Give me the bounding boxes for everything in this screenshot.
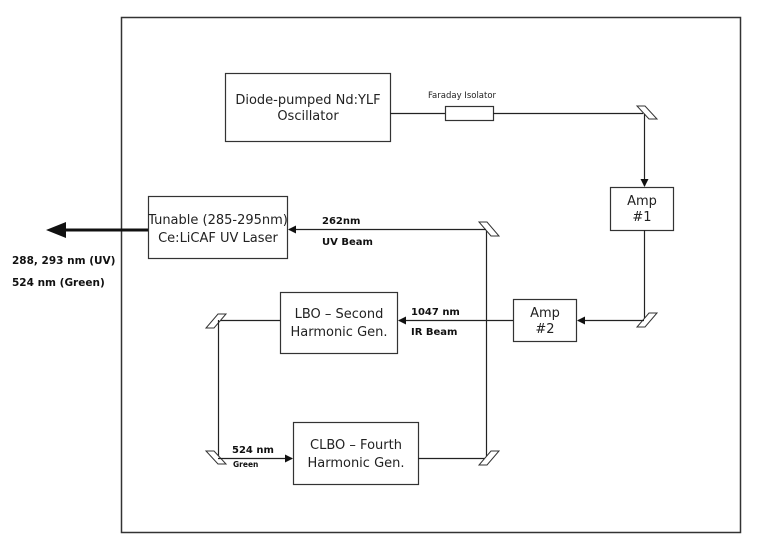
clbo-block: CLBO – Fourth Harmonic Gen. (292, 421, 420, 486)
amp2-block: Amp #2 (512, 298, 578, 343)
mirror-icon (635, 105, 659, 120)
lbo-block: LBO – Second Harmonic Gen. (279, 291, 399, 355)
mirror-icon (635, 312, 659, 328)
oscillator-block: Diode-pumped Nd:YLF Oscillator (224, 72, 392, 143)
lbo-label-line2: Harmonic Gen. (290, 325, 387, 340)
clbo-label-line1: CLBO – Fourth (310, 438, 402, 453)
mirror-icon (477, 221, 501, 237)
uv-beam-name: UV Beam (322, 237, 373, 248)
oscillator-label-line2: Oscillator (277, 109, 339, 124)
amp2-label-line1: Amp (530, 306, 560, 321)
green-beam-wavelength: 524 nm (232, 445, 274, 456)
amp1-label-line1: Amp (627, 194, 657, 209)
output-label-line1: 288, 293 nm (UV) (12, 255, 115, 267)
ir-beam-wavelength: 1047 nm (411, 307, 460, 318)
mirror-icon (204, 450, 228, 465)
green-beam-name: Green (233, 460, 258, 469)
faraday-isolator-label: Faraday Isolator (428, 91, 497, 101)
diagram-frame (120, 16, 742, 534)
mirror-icon (477, 450, 501, 466)
uv-beam-wavelength: 262nm (322, 216, 360, 227)
amp1-label-line2: #1 (632, 210, 651, 225)
uv-laser-block: Tunable (285-295nm) Ce:LiCAF UV Laser (147, 195, 289, 260)
faraday-isolator: Faraday Isolator (428, 91, 497, 122)
output-arrowhead-icon (46, 222, 66, 238)
mirror-icon (204, 313, 228, 329)
amp2-label-line2: #2 (535, 322, 554, 337)
ir-beam-name: IR Beam (411, 327, 457, 338)
lbo-label-line1: LBO – Second (295, 307, 384, 322)
uv-laser-label-line1: Tunable (285-295nm) (147, 213, 288, 228)
amp1-block: Amp #1 (609, 186, 675, 232)
uv-laser-label-line2: Ce:LiCAF UV Laser (158, 231, 278, 246)
output-label-line2: 524 nm (Green) (12, 277, 105, 289)
clbo-label-line2: Harmonic Gen. (307, 456, 404, 471)
oscillator-label-line1: Diode-pumped Nd:YLF (235, 93, 380, 108)
